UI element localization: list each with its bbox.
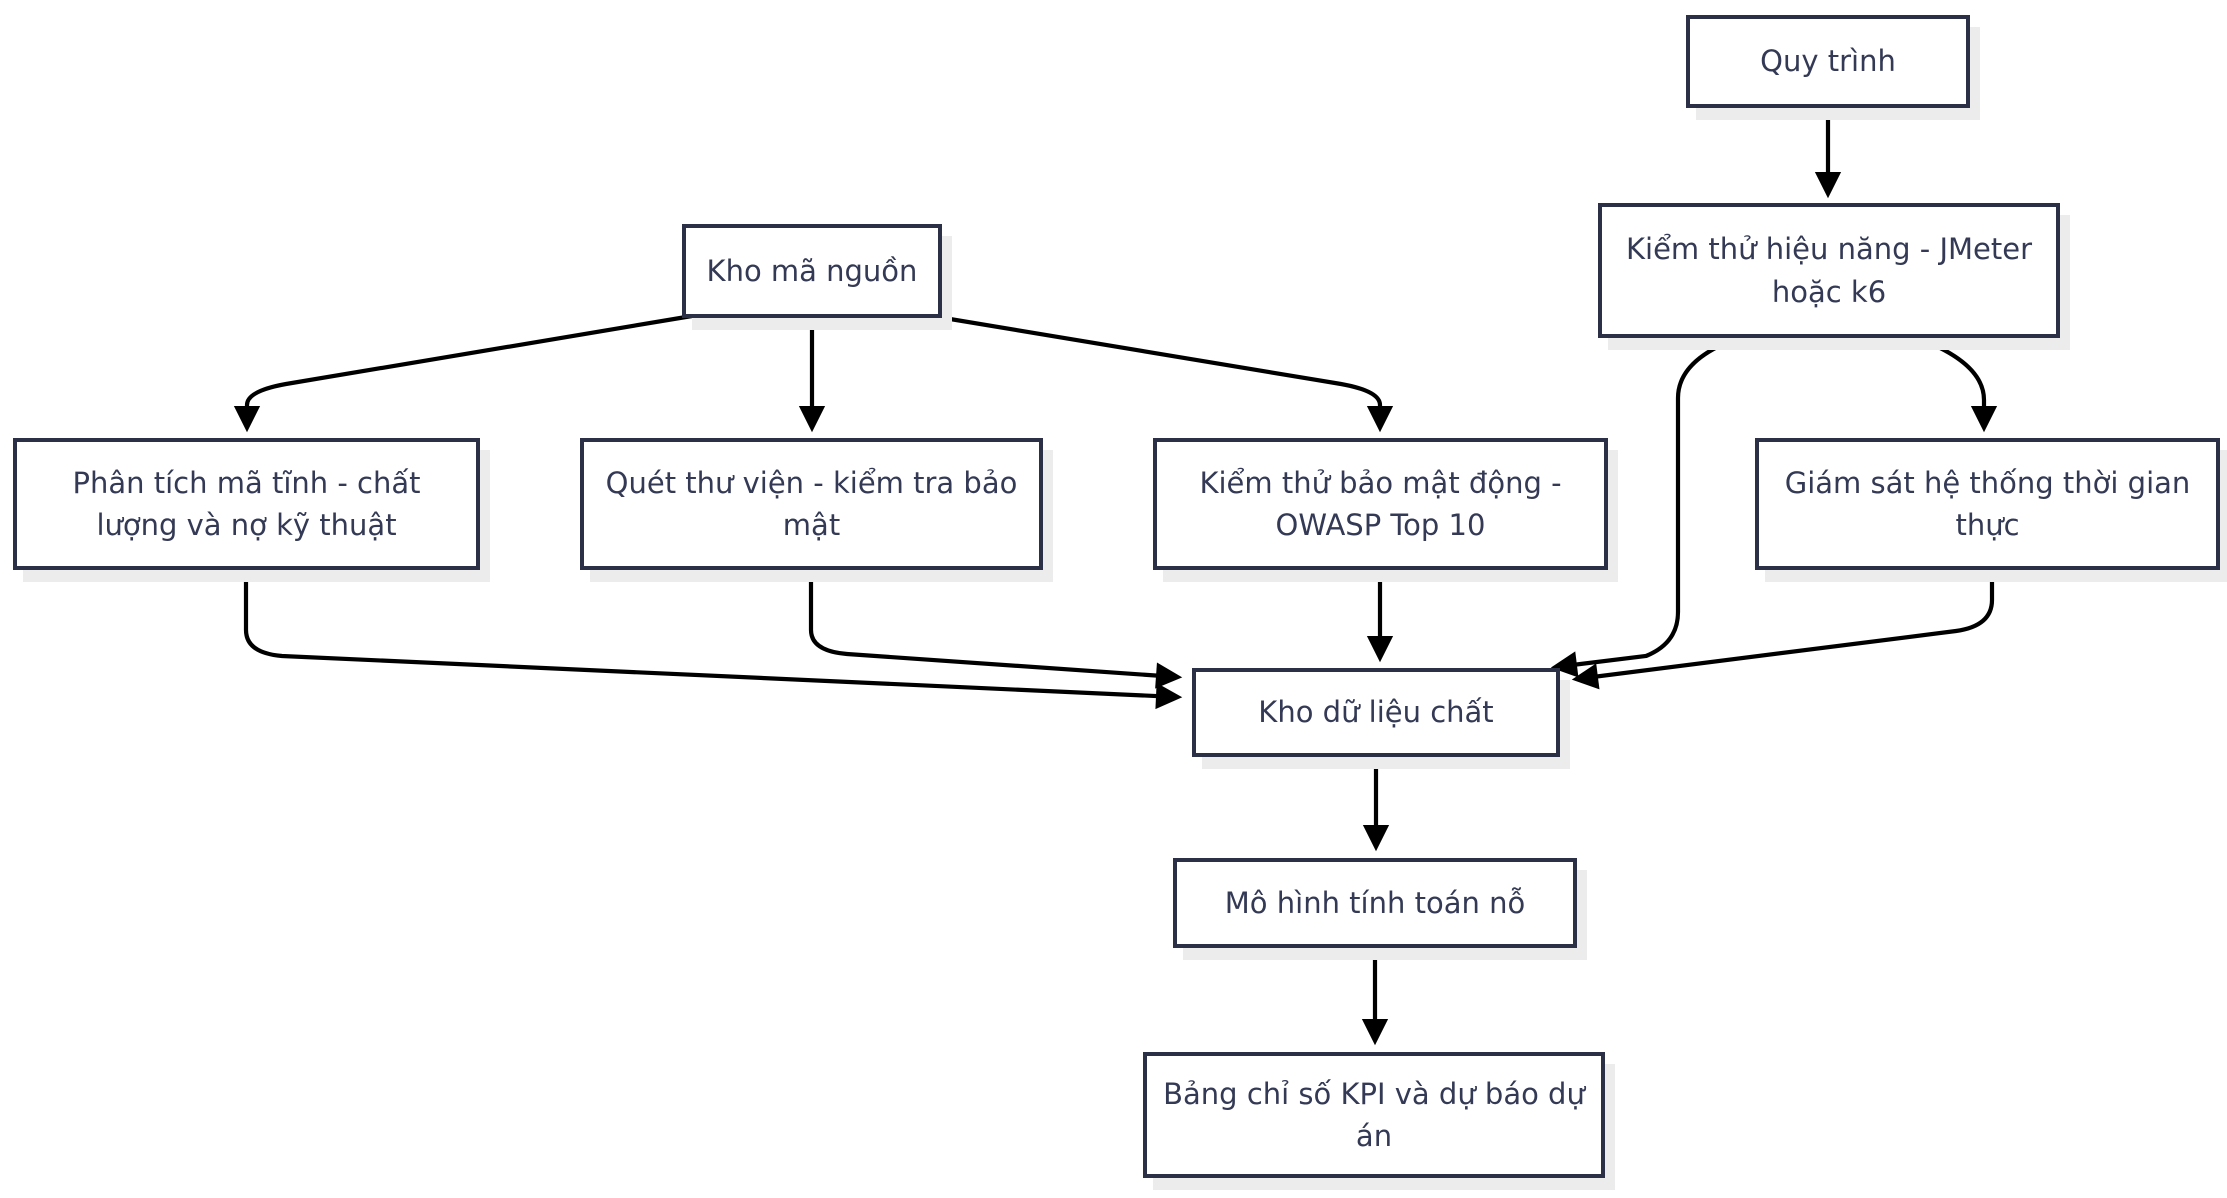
- node-label-line: lượng và nợ kỹ thuật: [96, 508, 397, 542]
- node-kiem-thu-hieu-nang: Kiểm thử hiệu năng - JMeter hoặc k6: [1598, 203, 2060, 338]
- node-label-line: thực: [1955, 508, 2020, 542]
- node-label-line: Bảng chỉ số KPI và dự báo dự: [1163, 1076, 1585, 1111]
- node-kho-ma-nguon: Kho mã nguồn: [682, 224, 942, 318]
- node-label-line: Phân tích mã tĩnh - chất: [72, 465, 421, 500]
- node-kpi: Bảng chỉ số KPI và dự báo dự án: [1143, 1052, 1605, 1178]
- edge-phan-tich-ma-tinh-to-kho-du-lieu: [243, 570, 1183, 710]
- node-label-line: Giám sát hệ thống thời gian: [1784, 465, 2191, 500]
- node-phan-tich-ma-tinh: Phân tích mã tĩnh - chất lượng và nợ kỹ …: [13, 438, 480, 570]
- edge-giam-sat-to-kho-du-lieu: [1571, 570, 1995, 690]
- node-quet-thu-vien: Quét thư viện - kiểm tra bảo mật: [580, 438, 1043, 570]
- node-label-line: Quét thư viện - kiểm tra bảo: [605, 465, 1018, 500]
- node-kiem-thu-bao-mat: Kiểm thử bảo mật động - OWASP Top 10: [1153, 438, 1608, 570]
- node-label: Kho dữ liệu chất: [1258, 695, 1494, 730]
- node-quy-trinh: Quy trình: [1686, 15, 1970, 108]
- node-label-line: án: [1355, 1119, 1393, 1153]
- node-label: Kho mã nguồn: [706, 253, 918, 288]
- node-giam-sat: Giám sát hệ thống thời gian thực: [1755, 438, 2220, 570]
- node-label-line: Kiểm thử hiệu năng - JMeter: [1626, 232, 2032, 267]
- node-label: Mô hình tính toán nỗ: [1224, 885, 1526, 920]
- node-label-line: mật: [782, 508, 841, 542]
- edge-kiem-thu-hieu-nang-to-kho-du-lieu: [1550, 336, 1739, 678]
- node-label-line: hoặc k6: [1771, 274, 1887, 309]
- node-label-line: Kiểm thử bảo mật động -: [1199, 465, 1562, 500]
- edge-quet-thu-vien-to-kho-du-lieu: [808, 570, 1183, 689]
- node-mo-hinh: Mô hình tính toán nỗ: [1173, 858, 1577, 948]
- node-label: Quy trình: [1760, 44, 1896, 79]
- node-kho-du-lieu: Kho dữ liệu chất: [1192, 668, 1560, 757]
- edge-kho-ma-nguon-to-kiem-thu-bao-mat: [931, 313, 1394, 433]
- node-label-line: OWASP Top 10: [1275, 508, 1486, 542]
- edge-kho-ma-nguon-to-phan-tich-ma-tinh: [233, 313, 693, 433]
- edge-kiem-thu-hieu-nang-to-giam-sat: [1916, 336, 1998, 433]
